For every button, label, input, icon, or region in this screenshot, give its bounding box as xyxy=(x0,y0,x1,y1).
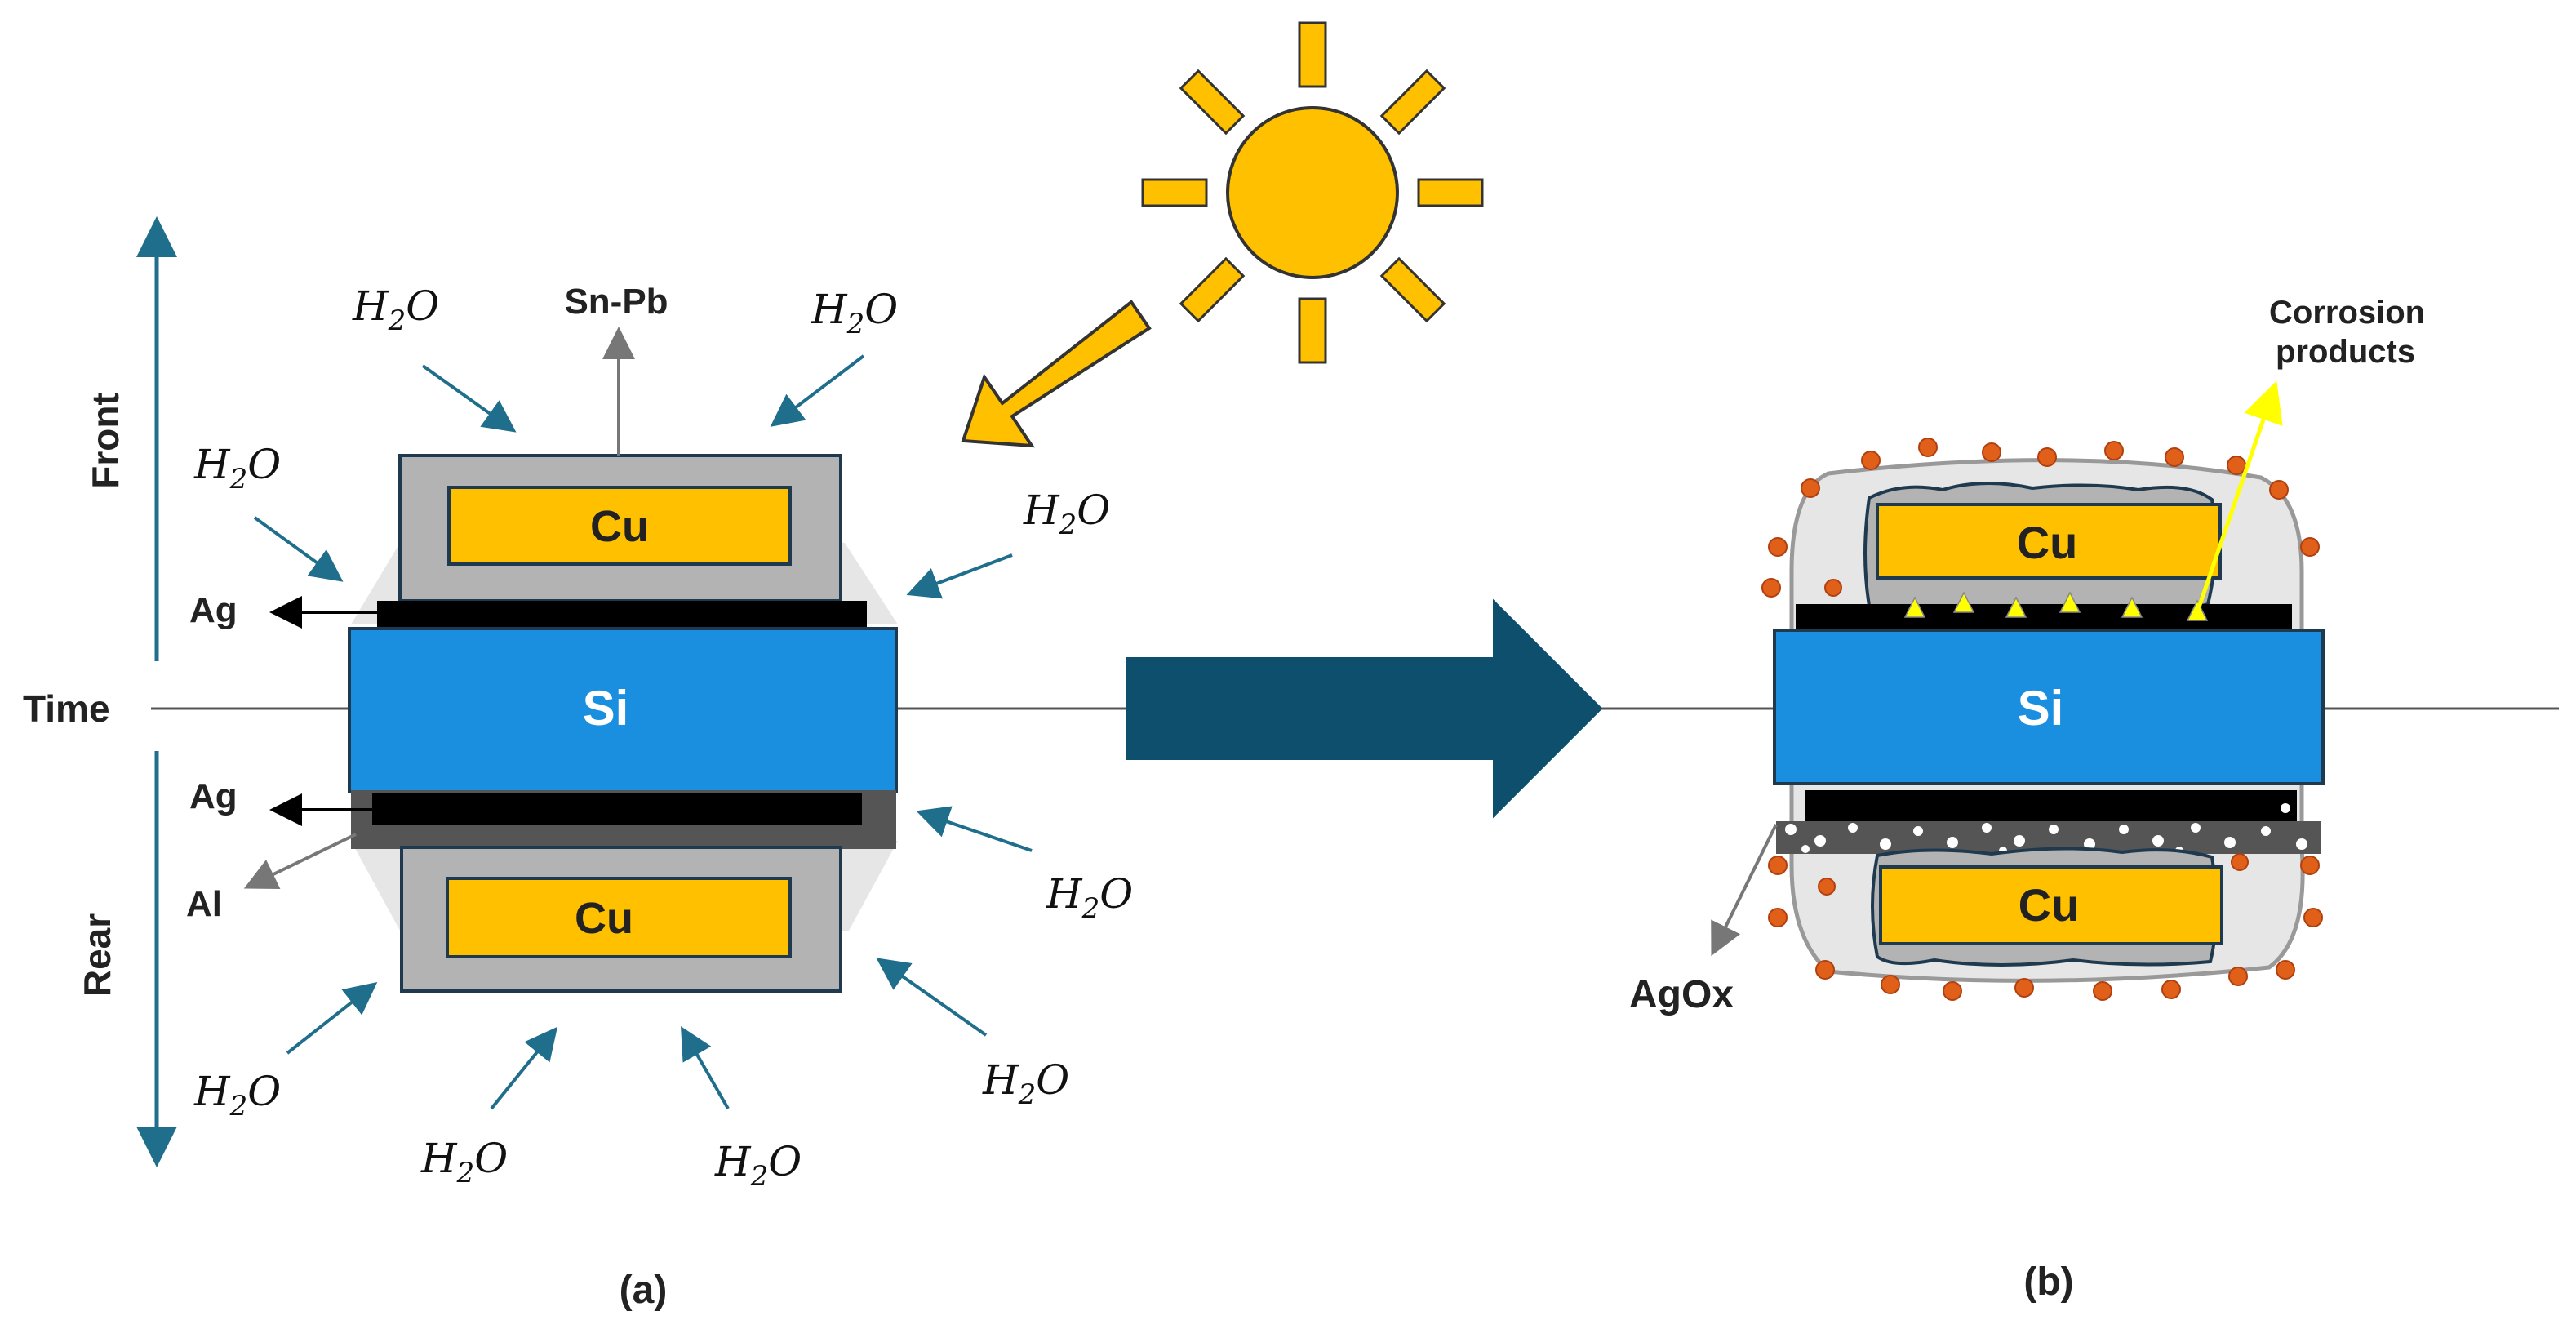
svg-text:H2O: H2O xyxy=(193,1068,281,1122)
caption-b: (b) xyxy=(2023,1260,2073,1304)
copper-bottom-b-label: Cu xyxy=(2019,879,2080,931)
panel-b: Cu Si Cu xyxy=(1629,295,2425,1304)
svg-text:H2O: H2O xyxy=(352,282,439,337)
corrosion-label-line1: Corrosion xyxy=(2269,295,2425,331)
water-ingress-7: H2O xyxy=(193,982,378,1122)
rear-axis-label: Rear xyxy=(76,913,118,997)
sunlight-arrow-icon xyxy=(961,300,1152,448)
ag-rear-bar-b xyxy=(1805,790,2297,821)
copper-bottom-b xyxy=(1879,865,2223,945)
copper-bottom-a-label: Cu xyxy=(575,894,633,943)
water-ingress-9: H2O xyxy=(681,1026,802,1193)
silicon-b xyxy=(1773,629,2325,785)
time-axis-label: Time xyxy=(23,687,110,730)
panel-a: Cu Si Cu Sn-Pb Ag Ag Al H2O H2O xyxy=(186,282,1133,1312)
copper-top-a-label: Cu xyxy=(590,502,649,551)
silicon-a xyxy=(348,627,898,793)
copper-top-a xyxy=(447,486,792,566)
water-ingress-1: H2O xyxy=(352,282,517,433)
ag-front-bar-a xyxy=(377,601,867,629)
ag-rear-bar-a xyxy=(372,793,862,825)
svg-text:H2O: H2O xyxy=(982,1056,1069,1111)
corrosion-label-line2: products xyxy=(2276,334,2415,370)
copper-bottom-a xyxy=(446,877,792,958)
caption-a: (a) xyxy=(620,1269,668,1312)
water-ingress-4: H2O xyxy=(906,487,1110,599)
progress-arrow-icon xyxy=(1126,598,1603,819)
water-ingress-5: H2O xyxy=(916,806,1133,925)
al-arrow xyxy=(243,833,357,890)
svg-text:H2O: H2O xyxy=(193,441,281,496)
svg-text:H2O: H2O xyxy=(420,1135,508,1189)
svg-text:H2O: H2O xyxy=(811,286,898,340)
corrosion-markers xyxy=(1903,591,2209,621)
ag-front-label: Ag xyxy=(189,590,238,630)
copper-top-b xyxy=(1876,503,2222,580)
svg-text:H2O: H2O xyxy=(714,1138,802,1193)
silicon-a-label: Si xyxy=(583,681,629,736)
sun-icon xyxy=(1141,21,1484,364)
water-ingress-3: H2O xyxy=(193,441,344,582)
agox-pores xyxy=(1785,791,2315,855)
water-ingress-6: H2O xyxy=(876,958,1069,1111)
water-ingress-8: H2O xyxy=(420,1026,558,1189)
front-axis-label: Front xyxy=(84,393,127,489)
water-ingress-2: H2O xyxy=(770,286,898,427)
svg-text:H2O: H2O xyxy=(1046,870,1133,925)
copper-top-b-label: Cu xyxy=(2017,517,2078,568)
ag-front-bar-b xyxy=(1796,604,2292,632)
corrosion-dots xyxy=(1761,438,2323,1001)
silicon-b-label: Si xyxy=(2018,681,2064,736)
ag-rear-label: Ag xyxy=(189,776,238,816)
sn-pb-label: Sn-Pb xyxy=(564,282,668,322)
svg-text:H2O: H2O xyxy=(1023,487,1110,541)
agox-arrow xyxy=(1711,824,1778,957)
al-label: Al xyxy=(186,884,222,924)
corrosion-arrow xyxy=(2196,380,2283,608)
agox-label: AgOx xyxy=(1629,973,1734,1016)
